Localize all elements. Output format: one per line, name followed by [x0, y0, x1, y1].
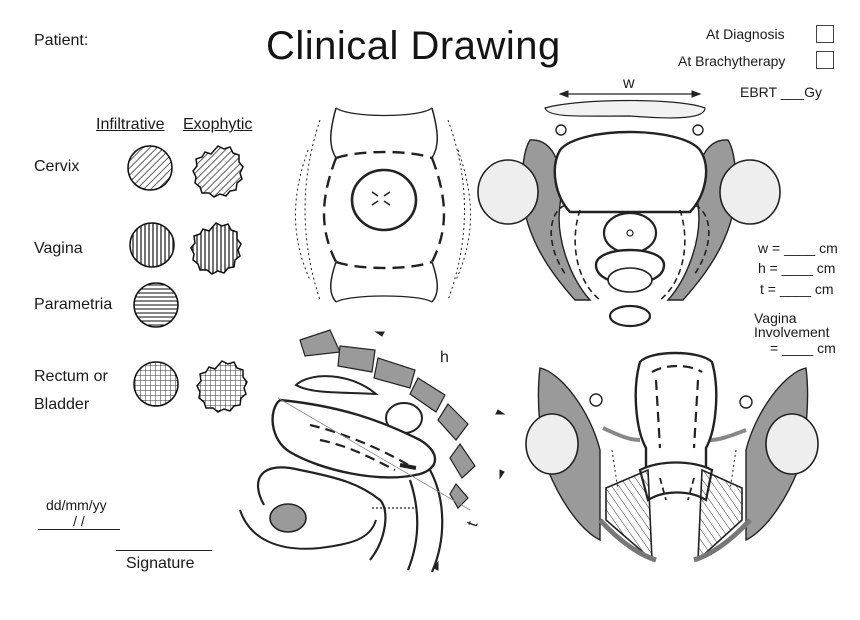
thickness-diagram-label: t	[464, 519, 482, 530]
signature-label: Signature	[126, 555, 195, 572]
legend-row-parametria: Parametria	[34, 296, 113, 313]
at-brachytherapy-label: At Brachytherapy	[678, 53, 786, 69]
date-format-label: dd/mm/yy	[46, 497, 107, 513]
legend-row-rectum: Rectum or	[34, 368, 108, 385]
exophytic-header: Exophytic	[183, 116, 253, 133]
at-diagnosis-checkbox[interactable]	[816, 25, 834, 43]
patient-label: Patient:	[34, 32, 89, 49]
page-title: Clinical Drawing	[266, 24, 561, 68]
rectum-bladder-infiltrative-swatch	[133, 361, 179, 407]
vagina-involvement-label-1: Vagina	[754, 310, 797, 326]
parametria-swatch	[133, 282, 179, 328]
width-diagram-label: w	[622, 75, 635, 92]
vagina-exophytic-swatch	[190, 222, 242, 275]
legend-row-bladder: Bladder	[34, 396, 90, 413]
legend-row-vagina: Vagina	[34, 240, 83, 257]
cervix-axial-diagram	[295, 107, 471, 303]
vagina-involvement-field[interactable]: = ____ cm	[770, 340, 836, 356]
pelvis-sagittal-diagram: h t	[239, 329, 506, 573]
signature-line[interactable]	[116, 550, 212, 551]
height-measurement-field[interactable]: h = ____ cm	[758, 260, 836, 276]
uterus-coronal-diagram	[525, 351, 819, 563]
at-diagnosis-label: At Diagnosis	[706, 26, 785, 42]
cervix-infiltrative-swatch	[127, 145, 173, 191]
cervix-exophytic-swatch	[192, 145, 244, 198]
thickness-measurement-field[interactable]: t = ____ cm	[760, 281, 834, 297]
width-measurement-field[interactable]: w = ____ cm	[758, 240, 838, 256]
date-field[interactable]: / /	[38, 513, 120, 530]
vagina-involvement-label-2: Involvement	[754, 324, 830, 340]
vagina-infiltrative-swatch	[129, 222, 175, 268]
rectum-bladder-exophytic-swatch	[196, 360, 248, 413]
infiltrative-header: Infiltrative	[96, 116, 165, 133]
height-diagram-label: h	[440, 349, 449, 366]
ebrt-dose-field[interactable]: EBRT ___Gy	[740, 84, 822, 100]
legend-symbols	[127, 145, 248, 413]
legend-row-cervix: Cervix	[34, 158, 80, 175]
at-brachytherapy-checkbox[interactable]	[816, 51, 834, 69]
pelvis-coronal-diagram: w	[477, 75, 781, 328]
